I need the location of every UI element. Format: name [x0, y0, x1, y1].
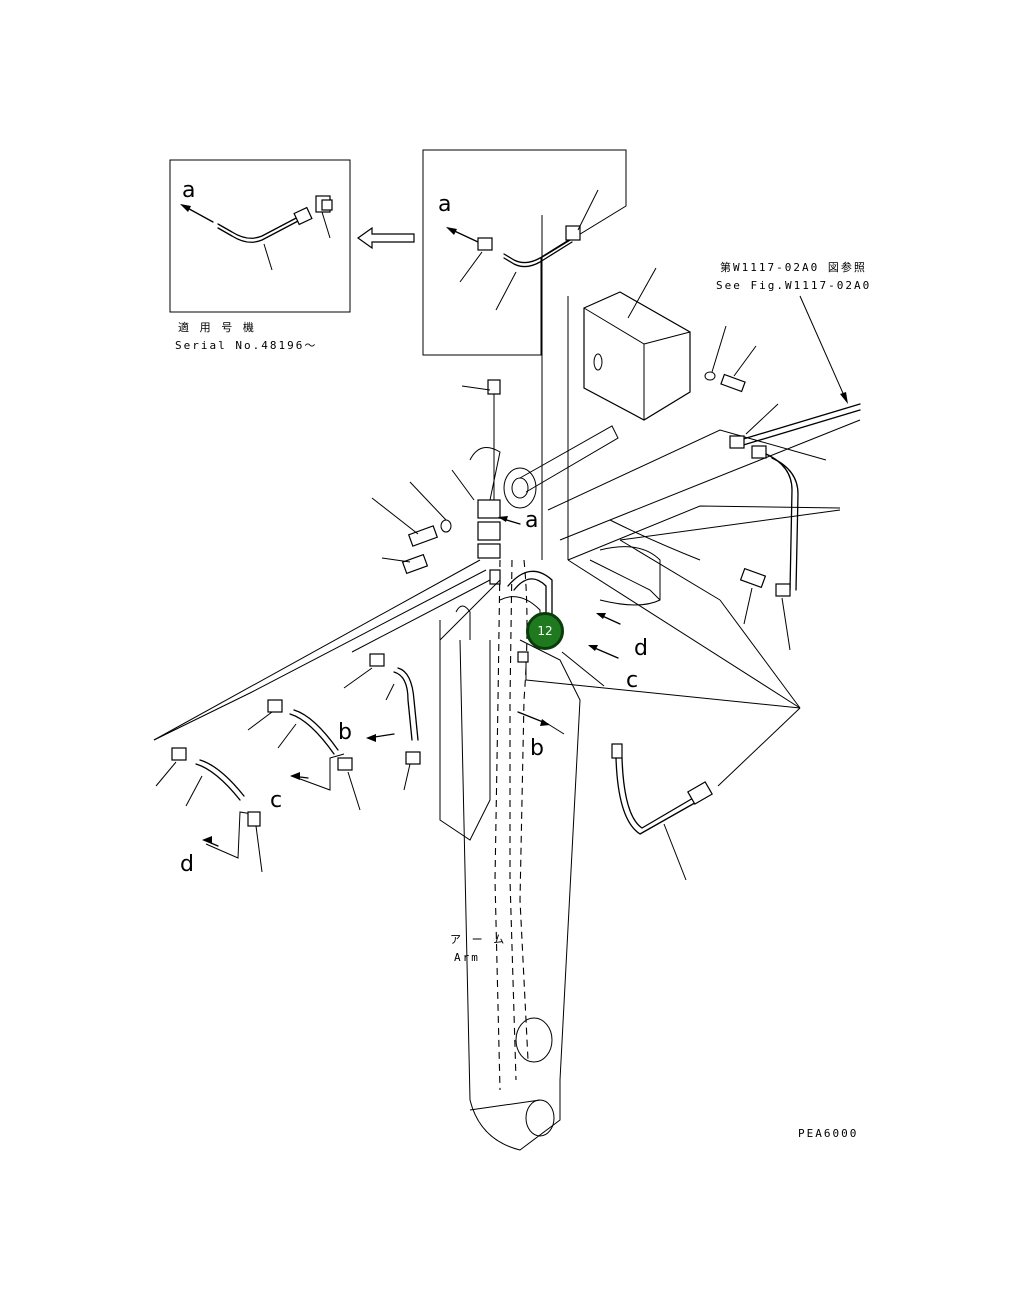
- view-label-c-left: c: [270, 788, 283, 813]
- serial-number-label: Serial No.48196～: [175, 339, 318, 352]
- drawing-code: PEA6000: [798, 1127, 859, 1140]
- applicability-label-jp: 適 用 号 機: [178, 321, 256, 334]
- guide-lines: [567, 559, 801, 709]
- lower-right-hose: [525, 662, 801, 881]
- view-label-b-left: b: [338, 720, 352, 745]
- inset-transfer-arrow: [356, 226, 415, 250]
- reference-figure-jp: 第W1117-02A0 図参照: [720, 261, 867, 274]
- left-exploded-pipes: [153, 559, 491, 873]
- cover-plate: [583, 267, 757, 421]
- view-label-b-center: b: [530, 736, 544, 761]
- reference-figure-en: See Fig.W1117-02A0: [716, 279, 872, 292]
- right-hose-run: [619, 295, 861, 709]
- view-label-c-right: c: [626, 668, 639, 693]
- view-label-d-right: d: [634, 636, 648, 661]
- inset-left-box: [169, 159, 351, 313]
- inset-right-view-letter: a: [438, 192, 452, 217]
- part-callout-12[interactable]: 12: [526, 612, 564, 650]
- boom-structure: [469, 215, 861, 606]
- inset-left-view-letter: a: [182, 178, 196, 203]
- inset-right-box: [422, 149, 627, 356]
- arm-label-jp: ア ー ム: [450, 933, 507, 946]
- arm-label-en: Arm: [454, 951, 480, 964]
- arm-member: [439, 559, 581, 1151]
- central-fittings: [371, 379, 621, 735]
- view-label-a: a: [525, 508, 539, 533]
- view-label-d-left: d: [180, 852, 194, 877]
